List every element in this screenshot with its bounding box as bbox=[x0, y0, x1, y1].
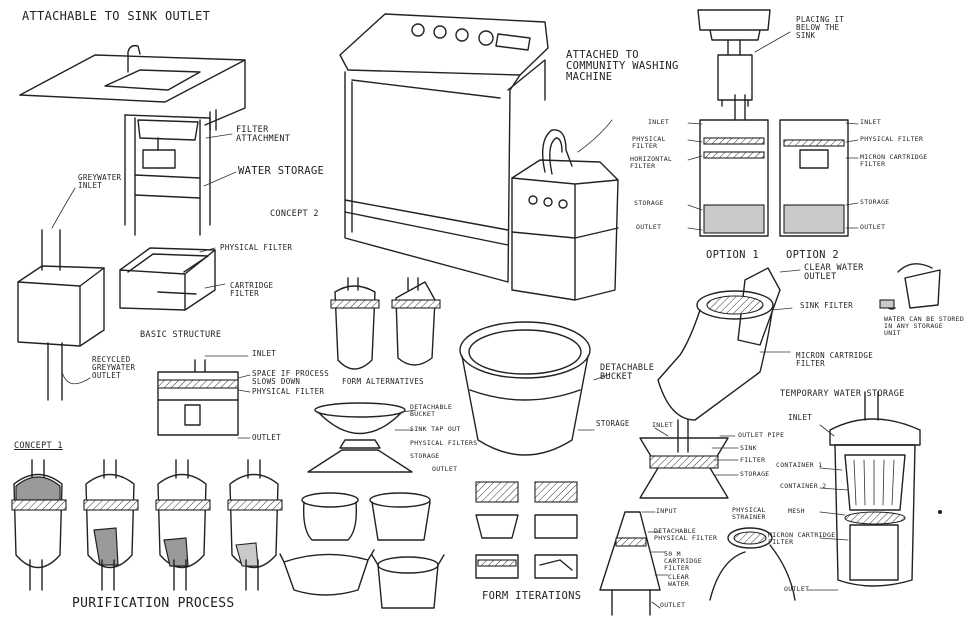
label-inlet-2: Inlet bbox=[652, 421, 674, 429]
label-physical-filter-1: Physical filter bbox=[220, 243, 293, 252]
label-space-slows: Space if processslows down bbox=[252, 369, 330, 386]
form-iterations-sketch bbox=[475, 481, 578, 579]
label-detachable-physical: Detachablephysical filter bbox=[654, 527, 718, 542]
label-placing-below-sink: Placing itbelow thesink bbox=[796, 15, 845, 40]
two-container-filter-sketch bbox=[807, 391, 921, 591]
cross-section-schematic bbox=[157, 355, 251, 439]
hourglass-filter-sketch bbox=[639, 419, 739, 499]
physical-strainer-sketch bbox=[709, 527, 796, 601]
label-physical-filter-2: Physical filter bbox=[252, 387, 325, 396]
washing-machine-sketch bbox=[339, 13, 619, 301]
purification-process-sketches bbox=[11, 459, 283, 591]
label-option-1: Option 1 bbox=[706, 249, 759, 261]
label-mesh: Mesh bbox=[788, 507, 805, 515]
label-horizontal-filter: Horizontalfilter bbox=[630, 155, 673, 170]
label-outlet-4: Outlet bbox=[784, 585, 810, 593]
label-form-iterations: Form iterations bbox=[482, 590, 582, 602]
bucket-stand-sketch bbox=[307, 402, 417, 473]
label-recycled-outlet: Recycledgreywateroutlet bbox=[92, 355, 136, 380]
label-outlet-right: Outlet bbox=[860, 223, 886, 231]
label-physical-filter-right: Physical filter bbox=[860, 135, 924, 143]
label-storage-right: Storage bbox=[860, 198, 890, 206]
label-clear-water-2: Clearwater bbox=[668, 573, 690, 588]
label-outlet-pipe: Outlet pipe bbox=[738, 431, 785, 439]
label-detachable-bucket-1: Detachablebucket bbox=[410, 403, 453, 418]
label-storage-2: Storage bbox=[596, 419, 630, 428]
basic-structure-sketch bbox=[119, 247, 226, 311]
label-cartridge-filter: Cartridgefilter bbox=[230, 281, 274, 298]
label-basic-structure: Basic structure bbox=[140, 330, 222, 340]
label-filter-2: Filter bbox=[740, 456, 766, 464]
label-storage-1: Storage bbox=[410, 452, 440, 460]
sink-funnel-filter-sketch bbox=[657, 267, 801, 421]
label-concept-2: Concept 2 bbox=[270, 209, 319, 219]
label-input: Input bbox=[656, 507, 678, 515]
sink-cabinet-sketch bbox=[19, 44, 246, 236]
label-option-2: Option 2 bbox=[786, 249, 839, 261]
label-physical-filter-left: Physicalfilter bbox=[632, 135, 666, 150]
under-sink-options-sketch bbox=[687, 9, 859, 237]
label-outlet-3: Outlet bbox=[660, 601, 686, 609]
label-micron-cartridge-3: Micron cartridgefilter bbox=[768, 531, 836, 546]
label-inlet-right: Inlet bbox=[860, 118, 882, 126]
label-container-1: Container 1 bbox=[776, 461, 823, 469]
concept2-box-sketch bbox=[17, 229, 105, 401]
label-outlet-left: Outlet bbox=[636, 223, 662, 231]
label-form-alternatives: Form alternatives bbox=[342, 377, 424, 386]
label-micron-cartridge: Micron cartridgefilter bbox=[796, 351, 874, 368]
label-purification-process: Purification process bbox=[72, 596, 235, 611]
bucket-variants-sketch bbox=[279, 492, 445, 609]
cone-filter-sketch bbox=[599, 511, 669, 616]
label-clear-water-outlet: Clear wateroutlet bbox=[804, 263, 864, 282]
label-community-washing-machine: Attached tocommunity washingmachine bbox=[566, 49, 679, 84]
label-filter-attachment: Filterattachment bbox=[236, 125, 291, 144]
label-outlet-1: Outlet bbox=[252, 433, 281, 442]
label-outlet-2: Outlet bbox=[432, 465, 458, 473]
label-inlet-3: Inlet bbox=[788, 413, 813, 422]
label-storage-left: Storage bbox=[634, 199, 664, 207]
label-50-micron: 50 µcartridgefilter bbox=[664, 550, 702, 572]
label-storage-3: Storage bbox=[740, 470, 770, 478]
label-stored-any-unit: Water can be storedin any storageunit bbox=[884, 315, 965, 337]
label-temporary-storage: Temporary water storage bbox=[780, 389, 905, 399]
label-sink-2: Sink bbox=[740, 444, 757, 452]
label-physical-filters: Physical filters bbox=[410, 439, 478, 447]
title-sink-outlet: Attachable to sink outlet bbox=[22, 9, 211, 23]
label-inlet-left: Inlet bbox=[648, 118, 670, 126]
label-inlet-1: Inlet bbox=[252, 349, 277, 358]
label-water-storage: Water storage bbox=[238, 165, 325, 177]
label-physical-strainer: Physicalstrainer bbox=[732, 506, 766, 521]
label-concept-1: Concept 1 bbox=[14, 441, 63, 451]
label-sink-filter: Sink filter bbox=[800, 301, 853, 310]
form-alternatives-sketch bbox=[330, 277, 441, 370]
label-detachable-bucket-2: Detachablebucket bbox=[600, 363, 655, 382]
detachable-bucket-sketch bbox=[459, 321, 611, 456]
tap-bucket-sketch bbox=[879, 263, 941, 310]
label-sink-tap-out: Sink tap out bbox=[410, 425, 461, 433]
label-container-2: Container 2 bbox=[780, 482, 827, 490]
label-micron-cartridge-right: Micron cartridgefilter bbox=[860, 153, 928, 168]
label-greywater-inlet: Greywaterinlet bbox=[78, 173, 122, 190]
